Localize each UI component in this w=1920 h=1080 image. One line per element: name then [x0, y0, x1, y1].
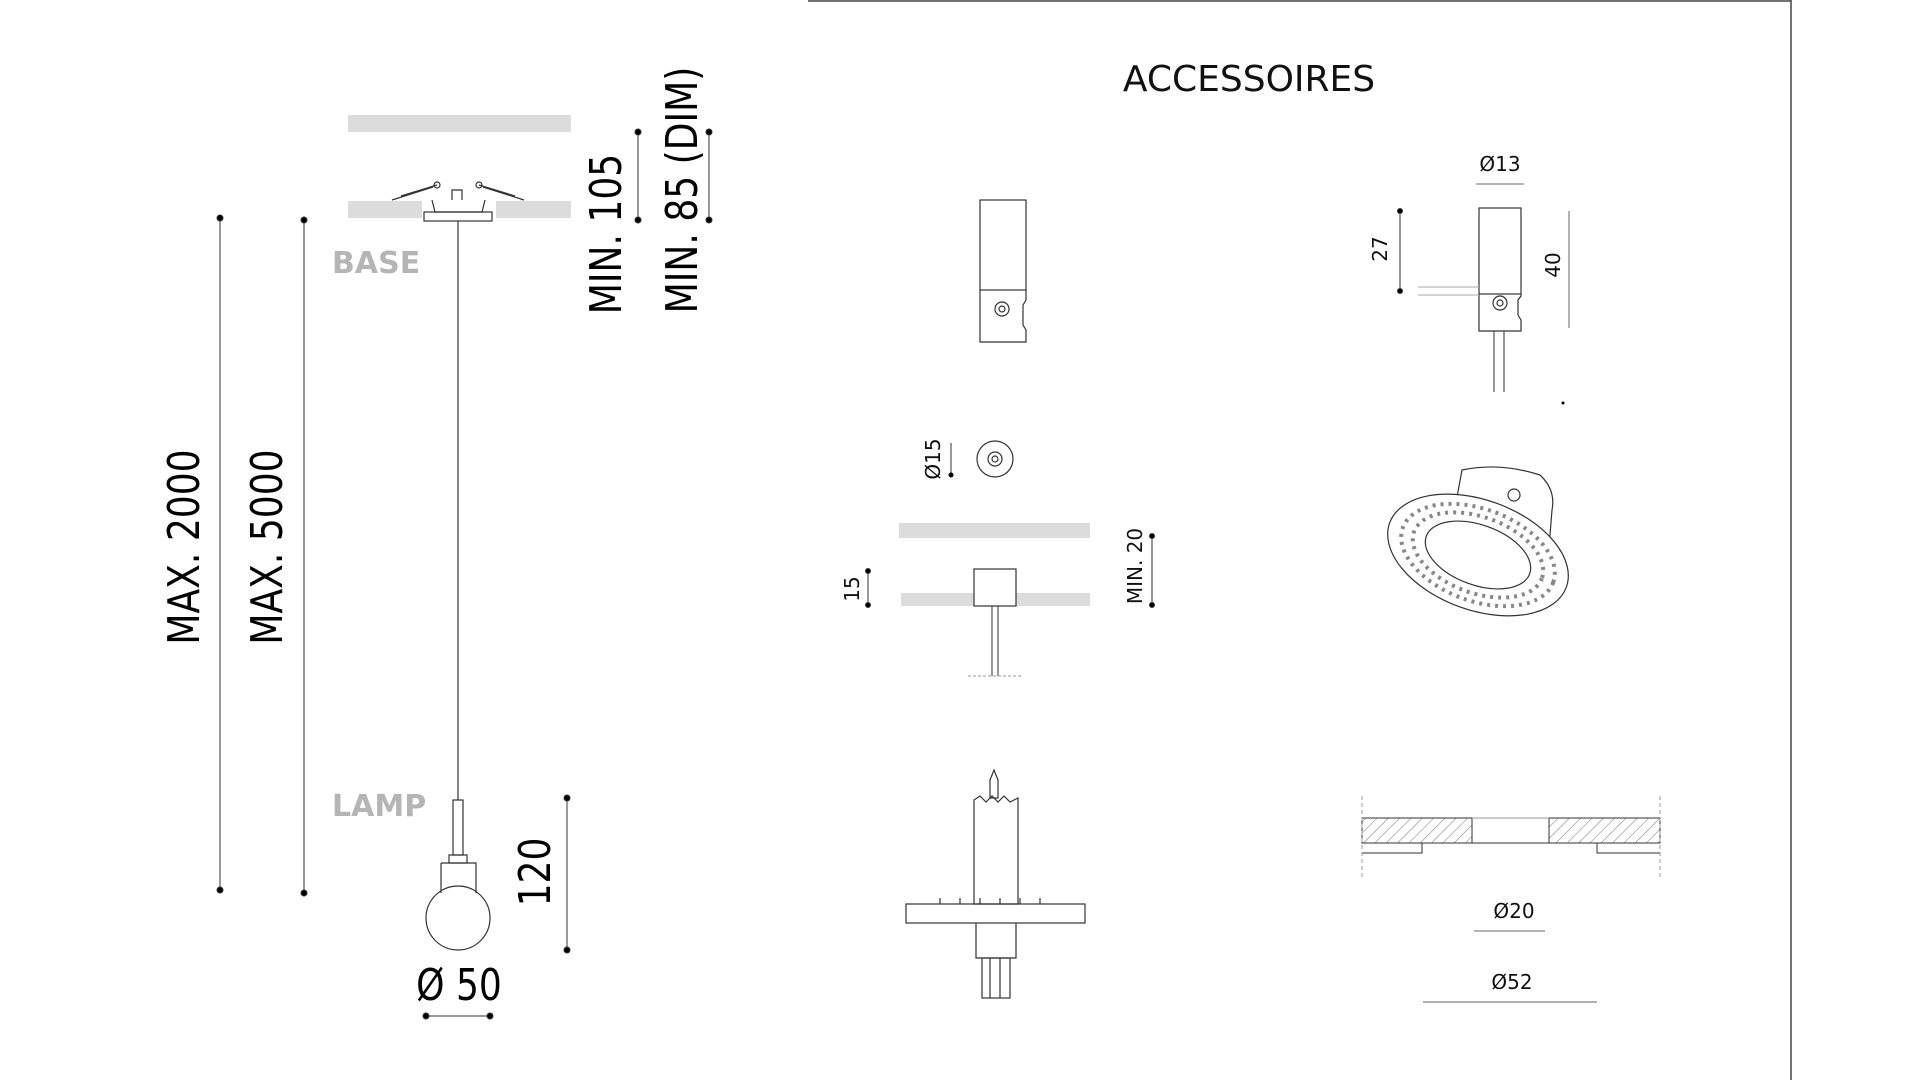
label-lamp: LAMP — [332, 789, 426, 824]
dim-diameter-50: Ø 50 — [416, 961, 502, 1011]
pendant-drawing: BASE LAMP MAX. 2000 MAX. 5000 MIN. 105 M… — [160, 67, 713, 1020]
dim-line-15 — [865, 568, 871, 608]
dim-min-105: MIN. 105 — [582, 154, 632, 314]
ceiling-top — [348, 115, 571, 132]
dim-line-max-2000 — [216, 214, 224, 894]
dim-line-min-85 — [705, 128, 713, 224]
ceiling-install — [899, 523, 1090, 677]
dim-line-min-105 — [634, 128, 642, 224]
dim-d20: Ø20 — [1493, 899, 1534, 923]
base-fixture — [391, 181, 525, 222]
label-base: BASE — [332, 246, 420, 281]
section-view — [1361, 796, 1661, 877]
dim-15: 15 — [840, 576, 864, 601]
dim-27: 27 — [1368, 236, 1392, 261]
dim-line-120 — [563, 794, 571, 954]
dim-d52: Ø52 — [1491, 970, 1532, 994]
ceiling-bottom-left — [348, 201, 422, 218]
accessories-title: ACCESSOIRES — [1123, 59, 1375, 100]
dim-d15: Ø15 — [921, 438, 945, 479]
dim-max-5000: MAX. 5000 — [243, 449, 293, 644]
lamp-bulb — [425, 799, 491, 951]
cap-piece — [976, 440, 1014, 478]
connector-piece — [979, 199, 1027, 343]
dim-line-50 — [422, 1012, 494, 1020]
hole-saw-drill — [905, 768, 1086, 999]
connector-with-cable — [1418, 207, 1522, 392]
trim-ring-3d — [1387, 466, 1569, 617]
dim-min20: MIN. 20 — [1123, 528, 1147, 604]
dim-line-27 — [1397, 208, 1403, 294]
accessories-frame — [808, 0, 1792, 1080]
dim-line-min20 — [1149, 533, 1155, 608]
dim-line-max-5000 — [300, 216, 308, 897]
ceiling-bottom-right — [496, 201, 571, 218]
dim-max-2000: MAX. 2000 — [160, 449, 210, 644]
dim-40: 40 — [1541, 252, 1565, 277]
dim-120: 120 — [511, 838, 561, 907]
dim-min-85-dim: MIN. 85 (DIM) — [658, 67, 708, 314]
dim-d13: Ø13 — [1479, 152, 1520, 176]
